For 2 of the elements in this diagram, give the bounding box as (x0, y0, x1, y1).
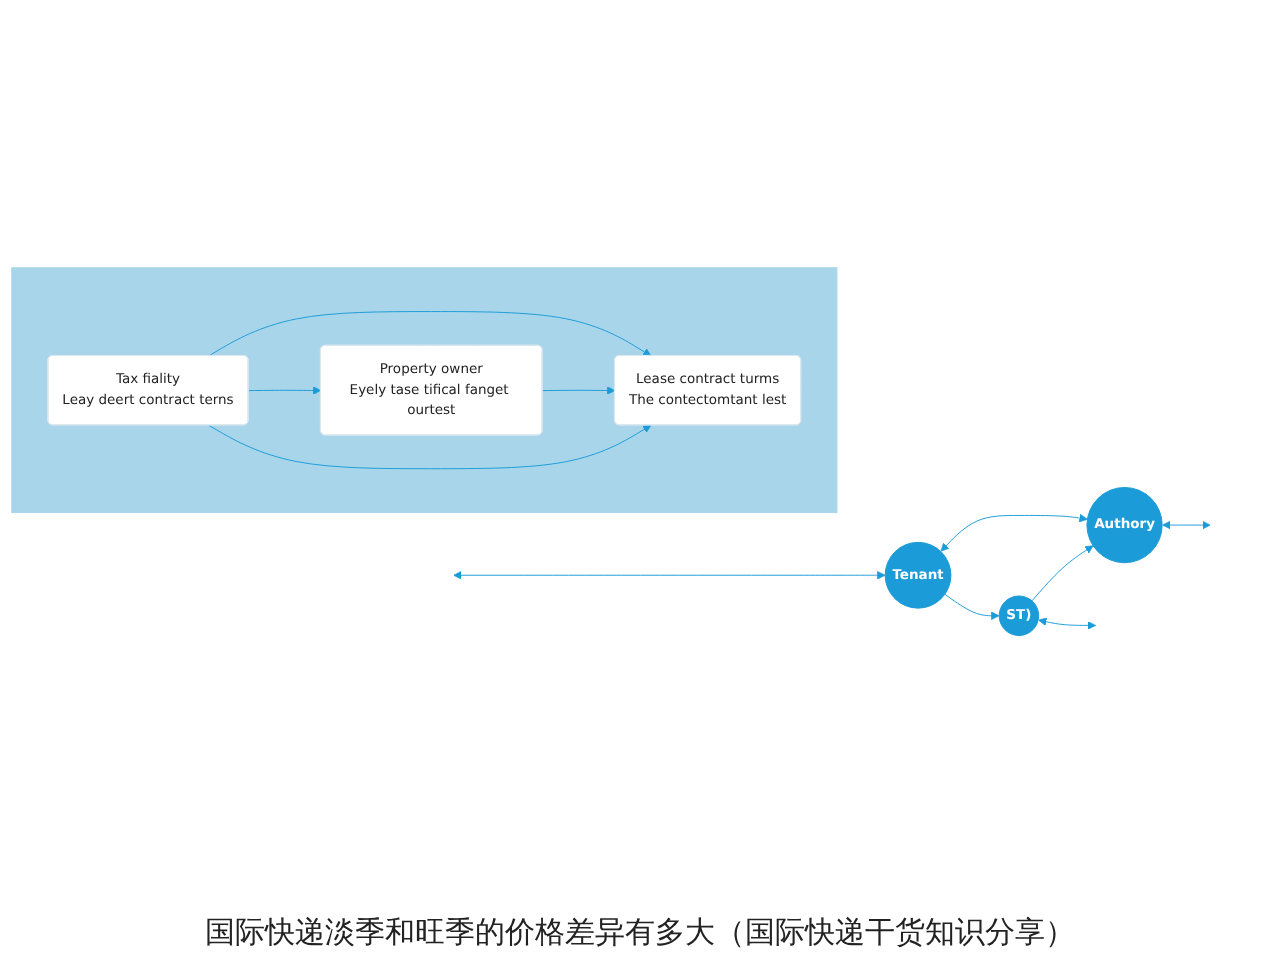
cluster (11, 266, 838, 513)
caption: 国际快递淡季和旺季的价格差异有多大（国际快递干货知识分享） (205, 914, 1075, 952)
